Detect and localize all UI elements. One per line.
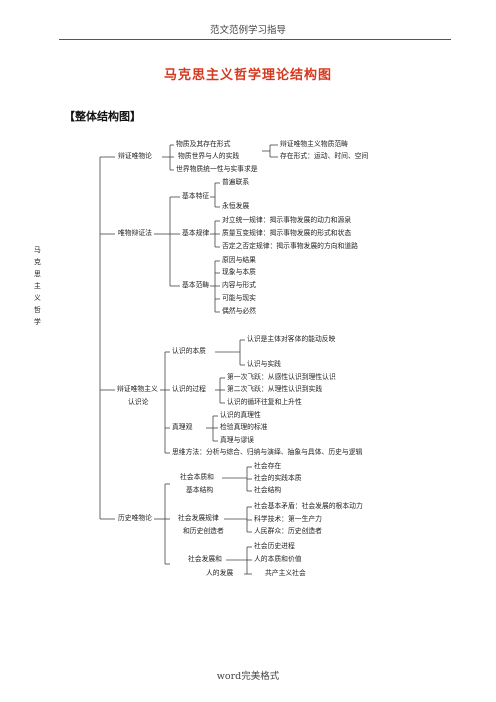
node-social-existence: 社会存在 xyxy=(254,462,282,470)
node-society-essence-line2: 基本结构 xyxy=(186,486,214,494)
node-materialist-dialectics: 唯物辩证法 xyxy=(118,229,152,237)
node-epistemology-line2: 认识论 xyxy=(128,398,149,406)
node-basic-categories: 基本范畴 xyxy=(182,281,210,289)
node-basic-contradiction: 社会基本矛盾：社会发展的根本动力 xyxy=(254,502,363,510)
header-divider xyxy=(59,39,451,40)
node-essence-of-cognition: 认识的本质 xyxy=(172,347,206,355)
node-matter-category: 辩证唯物主义物质范畴 xyxy=(280,140,348,148)
node-communist-society: 共产主义社会 xyxy=(265,569,306,577)
node-law-unity-opposites: 对立统一规律：揭示事物发展的动力和源泉 xyxy=(222,216,352,224)
node-view-of-truth: 真理观 xyxy=(172,423,193,431)
node-law-quantity-quality: 质量互变规律：揭示事物发展的形式和状态 xyxy=(222,229,352,237)
node-social-laws-line1: 社会发展规律 xyxy=(178,514,219,522)
node-social-practice-essence: 社会的实践本质 xyxy=(254,474,302,482)
node-active-reflection: 认识是主体对客体的能动反映 xyxy=(247,335,336,343)
node-basic-features: 基本特征 xyxy=(182,192,210,200)
node-process-of-cognition: 认识的过程 xyxy=(172,385,206,393)
node-second-leap: 第二次飞跃：从理性认识到实践 xyxy=(227,385,323,393)
root-node: 马克思主义哲学 xyxy=(34,246,41,326)
node-cause-effect: 原因与结果 xyxy=(222,256,256,264)
node-law-negation: 否定之否定规律：揭示事物发展的方向和道路 xyxy=(222,242,358,250)
page-title: 马克思主义哲学理论结构图 xyxy=(163,68,332,83)
node-content-form: 内容与形式 xyxy=(222,281,256,289)
node-material-unity: 世界物质统一性与实事求是 xyxy=(176,165,258,173)
node-truthfulness: 认识的真理性 xyxy=(220,411,261,419)
node-universal-connection: 普遍联系 xyxy=(222,178,250,186)
node-cognition-practice: 认识与实践 xyxy=(247,360,281,368)
node-phenomenon-essence: 现象与本质 xyxy=(222,268,256,276)
node-eternal-development: 永恒发展 xyxy=(222,202,250,210)
node-existence-forms: 存在形式：运动、时间、空间 xyxy=(280,152,369,160)
node-cyclical-rise: 认识的循环往复和上升性 xyxy=(227,398,302,406)
node-dialectical-materialism: 辩证唯物论 xyxy=(118,152,152,160)
node-truth-criterion: 检验真理的标准 xyxy=(220,423,268,431)
page-header: 范文范例学习指导 xyxy=(209,25,286,36)
node-historical-materialism: 历史唯物论 xyxy=(118,514,152,522)
node-thinking-methods: 思维方法：分析与综合、归纳与演绎、抽象与具体、历史与逻辑 xyxy=(172,448,363,456)
node-matter-forms: 物质及其存在形式 xyxy=(176,140,231,148)
node-historical-process: 社会历史进程 xyxy=(254,542,295,550)
section-heading: 【整体结构图】 xyxy=(64,110,141,123)
node-human-essence-value: 人的本质和价值 xyxy=(254,555,302,563)
node-basic-laws: 基本规律 xyxy=(182,229,210,237)
node-social-structure: 社会结构 xyxy=(254,486,282,494)
node-social-laws-line2: 和历史创造者 xyxy=(183,527,224,535)
node-matter-practice: 物质世界与人的实践 xyxy=(178,152,240,160)
node-social-human-dev-line2: 人的发展 xyxy=(206,569,234,577)
node-the-people: 人民群众：历史创造者 xyxy=(254,527,322,535)
node-society-essence-line1: 社会本质和 xyxy=(180,473,214,481)
node-science-technology: 科学技术：第一生产力 xyxy=(254,515,322,523)
node-epistemology-line1: 辩证唯物主义 xyxy=(117,385,158,393)
node-social-human-dev-line1: 社会发展和 xyxy=(188,555,222,563)
node-truth-fallacy: 真理与谬误 xyxy=(220,436,254,444)
node-possibility-reality: 可能与现实 xyxy=(222,294,256,302)
node-chance-necessity: 偶然与必然 xyxy=(222,307,256,315)
node-first-leap: 第一次飞跃：从感性认识到理性认识 xyxy=(227,373,336,381)
page-footer: word完美格式 xyxy=(216,671,280,682)
